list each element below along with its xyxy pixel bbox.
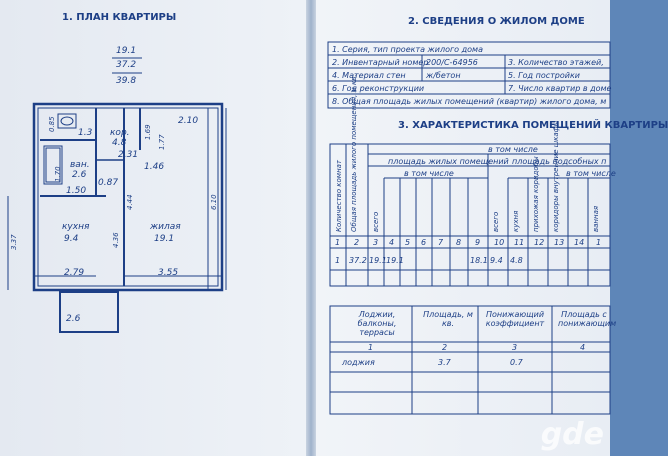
t3-row-living-room: 19.1	[386, 256, 404, 265]
t3-colnum-9: 9	[475, 238, 481, 247]
watermark-logo: gde	[540, 417, 604, 452]
t3-h-kitchen: кухня	[512, 210, 520, 232]
t3-colnum-5: 5	[405, 238, 411, 247]
room-kitchen-area: 9.4	[64, 234, 79, 244]
plan-title: 1. ПЛАН КВАРТИРЫ	[62, 12, 177, 23]
t3-row-total: 37.2	[349, 256, 367, 265]
info-row-3-value: ж/бетон	[426, 71, 461, 80]
t3-colnum-7: 7	[438, 238, 444, 247]
t3-h-bath: ванная	[592, 205, 600, 232]
t3-colnum-6: 6	[421, 238, 427, 247]
t3-row-hall: 4.8	[510, 256, 523, 265]
t3-h-vsego2: всего	[492, 211, 500, 232]
t3-colnum-15: 1	[596, 238, 602, 247]
t4-num-3: 3	[512, 343, 518, 352]
info-row-4-label: 6. Год реконструкции	[332, 84, 425, 93]
area-mid: 37.2	[116, 60, 137, 70]
t4-num-4: 4	[580, 343, 586, 352]
room-living-area: 19.1	[154, 234, 175, 244]
area-top: 19.1	[116, 46, 137, 56]
dim-6-10: 6.10	[210, 194, 218, 210]
t3-h-incl: в том числе	[488, 145, 538, 154]
t3-colnum-13: 13	[554, 238, 565, 247]
t3-h-closet: коридоры внутренние шкафы	[552, 120, 560, 232]
t4-h-area: Площадь, м кв.	[423, 310, 473, 328]
room-bath-area: 2.6	[72, 170, 87, 180]
t4-h-area2: Площадь с понижающим	[558, 310, 617, 328]
t4-h-loggia: Лоджии, балконы, террасы	[357, 310, 397, 337]
dim-0-87: 0.87	[98, 178, 119, 188]
t3-colnum-2: 2	[354, 238, 360, 247]
t3-colnum-1: 1	[335, 238, 341, 247]
dim-2-6: 2.6	[66, 314, 81, 324]
t3-colnum-3: 3	[373, 238, 379, 247]
info-row-2-label2: 3. Количество этажей,	[508, 58, 604, 67]
area-bot: 39.8	[116, 76, 137, 86]
t4-row-area: 3.7	[438, 358, 451, 367]
t3-h-incl2: в том числе	[404, 169, 454, 178]
dim-2-10: 2.10	[178, 116, 199, 126]
floor-plan-drawing	[7, 41, 611, 415]
dim-1-69: 1.69	[144, 124, 152, 140]
room-corridor-area: 4.8	[112, 138, 127, 148]
t3-h-living: площадь жилых помещений	[388, 157, 509, 166]
t4-row-coef: 0.7	[510, 358, 523, 367]
room-bath-name: ван.	[70, 160, 90, 170]
dim-3-55: 3.55	[158, 268, 179, 278]
section2-title: 2. СВЕДЕНИЯ О ЖИЛОМ ДОМЕ	[408, 16, 585, 27]
right-page	[316, 0, 610, 456]
t3-colnum-10: 10	[494, 238, 505, 247]
t3-h-total: Общая площадь жилого помещения, м кв.	[350, 74, 358, 232]
t3-h-incl3: в том числе	[566, 169, 616, 178]
dim-0-85: 0.85	[48, 116, 56, 132]
dim-1-77: 1.77	[158, 134, 166, 150]
t3-row-living: 19.1	[369, 256, 387, 265]
t4-h-coef: Понижающий коэффициент	[485, 310, 545, 328]
dim-1-3: 1.3	[78, 128, 93, 138]
room-kitchen-name: кухня	[62, 222, 90, 232]
info-row-2-value: 200/С-64956	[426, 58, 478, 67]
info-row-3-label2: 5. Год постройки	[508, 71, 580, 80]
info-row-5-label: 8. Общая площадь жилых помещений (кварти…	[332, 97, 607, 106]
dim-3-37: 3.37	[10, 234, 18, 250]
left-page	[0, 0, 306, 456]
room-corridor-name: кор.	[110, 128, 130, 138]
t4-row-name: лоджия	[342, 358, 375, 367]
t3-row-rooms: 1	[335, 256, 341, 265]
t3-h-aux: площадь подсобных п	[512, 157, 607, 166]
t3-h-rooms: Количество комнат	[335, 159, 343, 232]
dim-1-70: 1.70	[54, 166, 62, 182]
dim-1-46: 1.46	[144, 162, 165, 172]
info-row-2-label: 2. Инвентарный номер	[332, 58, 429, 67]
t3-h-vsego: всего	[372, 211, 380, 232]
t3-colnum-12: 12	[534, 238, 545, 247]
dim-2-79: 2.79	[64, 268, 85, 278]
t3-colnum-11: 11	[514, 238, 525, 247]
t4-num-2: 2	[442, 343, 448, 352]
room-living-name: жилая	[150, 222, 181, 232]
info-row-1-label: 1. Серия, тип проекта жилого дома	[332, 45, 483, 54]
dim-2-31: 2.31	[118, 150, 139, 160]
info-row-4-label2: 7. Число квартир в доме	[508, 84, 612, 93]
t3-colnum-14: 14	[574, 238, 585, 247]
t3-row-kitchen: 9.4	[490, 256, 503, 265]
dim-1-50: 1.50	[66, 186, 87, 196]
book-gutter	[306, 0, 316, 456]
t3-row-aux-total: 18.1	[470, 256, 488, 265]
t4-num-1: 1	[368, 343, 374, 352]
t3-h-hall: прихожая коридоры	[532, 156, 540, 232]
section3-title: 3. ХАРАКТЕРИСТИКА ПОМЕЩЕНИЙ КВАРТИРЫ	[398, 120, 668, 131]
t3-colnum-4: 4	[389, 238, 395, 247]
info-row-3-label: 4. Материал стен	[332, 71, 406, 80]
t3-colnum-8: 8	[456, 238, 462, 247]
dim-4-44: 4.44	[126, 194, 134, 210]
dim-4-36: 4.36	[112, 232, 120, 248]
